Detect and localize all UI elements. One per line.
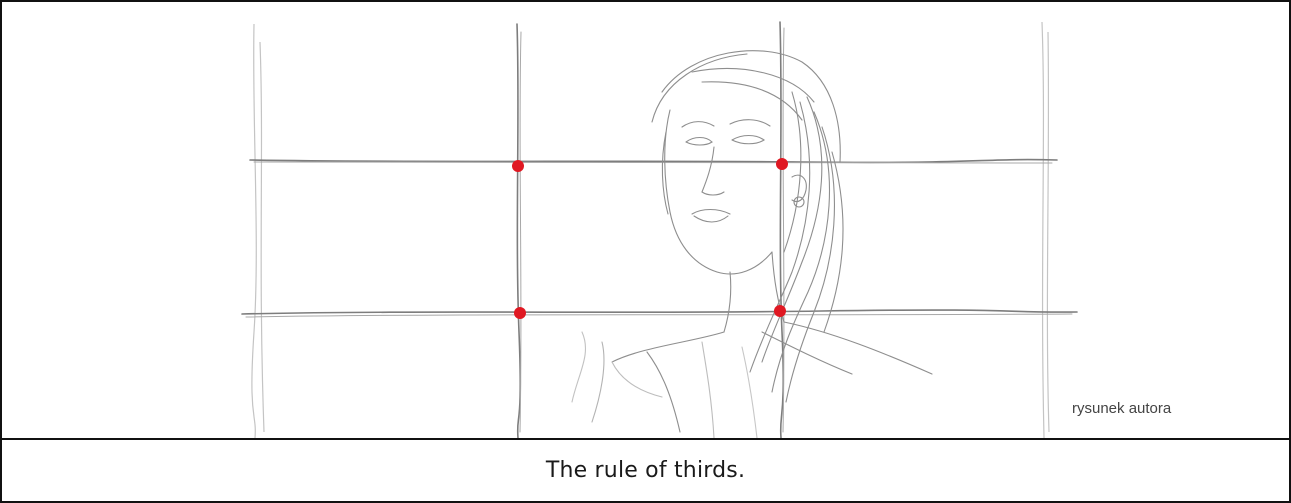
frame-sketch-lines bbox=[252, 22, 1049, 438]
intersection-point-top-right bbox=[776, 158, 788, 170]
intersection-point-bottom-right bbox=[774, 305, 786, 317]
figure-caption: The rule of thirds. bbox=[546, 458, 745, 483]
thirds-intersection-points bbox=[512, 158, 788, 319]
intersection-point-bottom-left bbox=[514, 307, 526, 319]
intersection-point-top-left bbox=[512, 160, 524, 172]
woman-sketch bbox=[572, 51, 932, 438]
rule-of-thirds-illustration: rysunek autora bbox=[2, 2, 1289, 438]
author-credit: rysunek autora bbox=[1072, 400, 1172, 417]
figure-image-cell: rysunek autora bbox=[2, 2, 1289, 440]
caption-cell: The rule of thirds. bbox=[2, 440, 1289, 501]
thirds-guide-lines bbox=[242, 22, 1077, 438]
